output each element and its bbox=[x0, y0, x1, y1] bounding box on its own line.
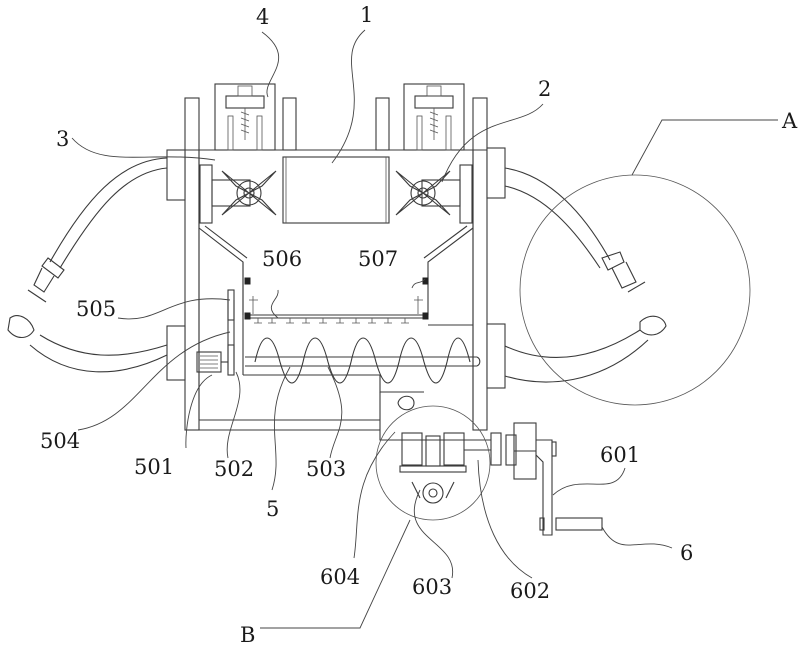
label-4: 4 bbox=[256, 5, 269, 29]
star-roller-left bbox=[199, 164, 277, 224]
right-upper-arm bbox=[486, 147, 646, 293]
component-4-clamp-left bbox=[214, 83, 276, 151]
detail-circle-a bbox=[519, 174, 751, 406]
label-503: 503 bbox=[306, 457, 346, 481]
label-507: 507 bbox=[358, 247, 398, 271]
left-lower-arm bbox=[7, 315, 186, 381]
bottom-discharge bbox=[379, 392, 490, 504]
label-505: 505 bbox=[76, 297, 116, 321]
reference-labels: 4 1 2 3 A 506 507 505 504 501 502 503 5 … bbox=[40, 3, 798, 647]
label-6: 6 bbox=[680, 541, 693, 565]
leader-4 bbox=[261, 31, 280, 98]
leader-a bbox=[631, 119, 778, 176]
component-2-star-roller bbox=[395, 164, 473, 224]
leader-503 bbox=[327, 366, 343, 459]
leader-502 bbox=[226, 371, 241, 459]
component-507-mounts bbox=[244, 277, 429, 320]
label-601: 601 bbox=[600, 443, 640, 467]
right-lower-arm bbox=[486, 315, 667, 389]
leader-504 bbox=[77, 331, 231, 431]
label-b: B bbox=[240, 623, 255, 647]
label-1: 1 bbox=[360, 3, 373, 27]
leader-603 bbox=[413, 489, 454, 579]
component-505-belt-drive bbox=[227, 289, 235, 376]
leader-1 bbox=[331, 29, 366, 164]
component-1-box bbox=[282, 156, 390, 224]
component-3-left-upper-arm bbox=[27, 149, 186, 303]
leader-507 bbox=[411, 278, 426, 289]
label-a: A bbox=[781, 109, 798, 133]
label-504: 504 bbox=[40, 429, 80, 453]
label-502: 502 bbox=[214, 457, 254, 481]
leader-604 bbox=[353, 431, 396, 559]
label-602: 602 bbox=[510, 579, 550, 603]
hopper-walls bbox=[198, 225, 474, 326]
component-4-clamp-right bbox=[403, 83, 465, 151]
label-604: 604 bbox=[320, 565, 360, 589]
label-3: 3 bbox=[56, 127, 69, 151]
leader-505 bbox=[117, 298, 231, 320]
leader-506 bbox=[271, 289, 279, 319]
component-506-spray-bar bbox=[249, 296, 424, 324]
leader-lines bbox=[71, 29, 778, 629]
detail-circle-b bbox=[375, 405, 491, 521]
label-5: 5 bbox=[266, 497, 279, 521]
leader-601 bbox=[552, 467, 626, 496]
leader-602 bbox=[477, 459, 533, 579]
label-603: 603 bbox=[412, 575, 452, 599]
leader-5 bbox=[271, 366, 291, 491]
component-6-crank bbox=[464, 422, 603, 536]
leader-b bbox=[260, 519, 411, 629]
label-2: 2 bbox=[538, 77, 551, 101]
component-503-auger bbox=[242, 262, 481, 393]
leader-6 bbox=[601, 526, 673, 549]
leader-501 bbox=[185, 374, 213, 449]
leader-2 bbox=[441, 103, 544, 183]
label-506: 506 bbox=[262, 247, 302, 271]
leader-3 bbox=[71, 137, 216, 161]
component-501-motor bbox=[196, 351, 228, 373]
label-501: 501 bbox=[134, 455, 174, 479]
